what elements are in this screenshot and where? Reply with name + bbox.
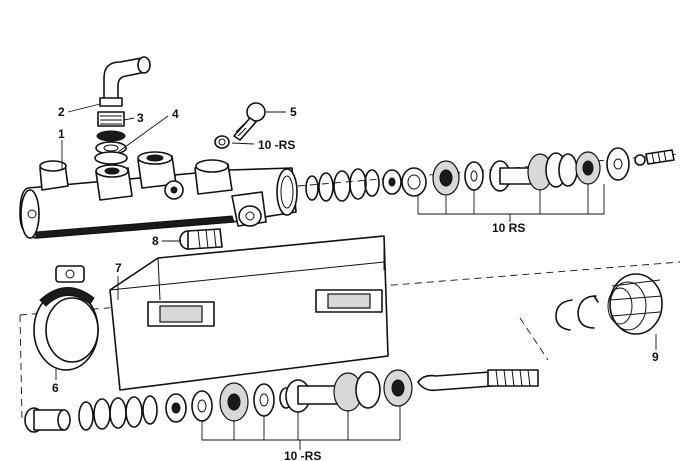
reservoir-elbow-assembly <box>94 56 151 165</box>
callout-2: 2 <box>58 105 65 119</box>
mounting-bolt <box>179 228 223 250</box>
pushrod <box>417 369 539 392</box>
callout-3: 3 <box>137 111 144 125</box>
housing-shield <box>109 235 389 391</box>
callout-4: 4 <box>172 107 179 121</box>
lower-secondary-cup <box>383 369 413 407</box>
rubber-boot <box>607 273 663 335</box>
upper-seal-cup-1 <box>382 169 402 195</box>
upper-secondary-cup <box>575 151 601 185</box>
lower-axis-connector <box>519 317 549 361</box>
callout-8: 8 <box>152 234 159 248</box>
lower-rs-bracket <box>201 406 401 450</box>
callout-10-single: 10 -RS <box>258 138 295 152</box>
upper-primary-cup <box>432 160 460 196</box>
leader-4 <box>117 115 169 153</box>
upper-spring <box>305 168 380 202</box>
upper-seal-cup-2 <box>401 167 427 197</box>
callout-6: 6 <box>52 381 59 395</box>
snap-ring-2 <box>577 295 599 329</box>
lower-primary-cup <box>219 382 249 422</box>
lower-piston <box>279 371 381 413</box>
upper-piston <box>489 152 578 192</box>
upper-stop-screw <box>634 149 675 166</box>
callout-10-upper: 10 RS <box>492 221 525 235</box>
lower-spring <box>78 395 158 431</box>
callout-10-lower: 10 -RS <box>284 449 321 461</box>
lower-seal-cup-1 <box>165 393 187 423</box>
lower-spring-seat <box>24 407 71 433</box>
leader-2 <box>67 103 101 113</box>
upper-rs-bracket <box>417 184 605 222</box>
master-cylinder-body <box>19 151 298 239</box>
leader-3 <box>123 117 135 121</box>
sealing-ring-small <box>214 135 230 149</box>
left-axis-connector <box>19 314 23 421</box>
snap-ring-1 <box>555 299 573 331</box>
callout-5: 5 <box>290 105 297 119</box>
bleed-screw <box>233 102 266 141</box>
callout-9: 9 <box>652 350 659 364</box>
clamp-ring <box>33 265 99 371</box>
callout-7: 7 <box>115 261 122 275</box>
leader-10-single <box>231 142 255 145</box>
upper-end-washer <box>606 147 630 181</box>
lower-washer-2 <box>253 383 275 417</box>
callout-1: 1 <box>58 127 65 141</box>
upper-washer <box>464 161 484 191</box>
lower-washer-1 <box>191 390 213 422</box>
